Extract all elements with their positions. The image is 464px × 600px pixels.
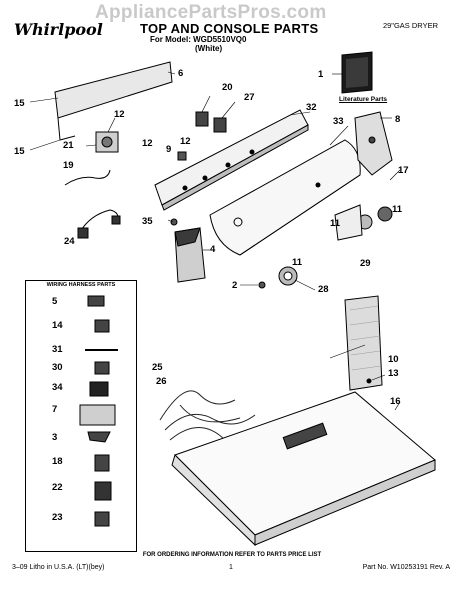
callout-11: 11	[330, 218, 341, 229]
harness-icons	[79, 295, 118, 527]
callout-27: 27	[244, 92, 255, 103]
wiring-harness-box	[25, 280, 137, 552]
harness-item-34: 34	[52, 382, 63, 393]
switch-27	[213, 117, 227, 133]
callout-13: 13	[388, 368, 399, 379]
switch-20	[195, 111, 209, 127]
ordering-note: FOR ORDERING INFORMATION REFER TO PARTS …	[142, 552, 322, 558]
callout-11: 11	[292, 257, 303, 268]
callout-6: 6	[178, 68, 184, 79]
callout-20: 20	[222, 82, 233, 93]
lint-screen	[344, 295, 383, 391]
callout-10: 10	[388, 354, 399, 365]
callout-21: 21	[63, 140, 74, 151]
endcap	[354, 111, 393, 176]
model-number: For Model: WGD5510VQ0	[150, 35, 247, 44]
page-number: 1	[229, 564, 233, 571]
top-panel	[174, 391, 436, 536]
callout-32: 32	[306, 102, 317, 113]
harness-item-5: 5	[52, 296, 58, 307]
model-color: (White)	[195, 44, 223, 53]
harness-item-7: 7	[52, 404, 58, 415]
product-type: 29"GAS DRYER	[382, 21, 438, 30]
harness-item-23: 23	[52, 512, 63, 523]
callout-24: 24	[64, 236, 75, 247]
callout-4: 4	[210, 244, 216, 255]
callout-19: 19	[63, 160, 74, 171]
watermark: AppliancePartsPros.com	[95, 2, 327, 23]
litho-info: 3–09 Litho in U.S.A. (LT)(bey)	[12, 564, 105, 571]
callout-15: 15	[14, 98, 25, 109]
callout-12: 12	[114, 109, 125, 120]
page-title: TOP AND CONSOLE PARTS	[140, 21, 319, 36]
callout-25: 25	[152, 362, 163, 373]
callout-35: 35	[142, 216, 153, 227]
harness-item-18: 18	[52, 456, 63, 467]
callout-8: 8	[395, 114, 401, 125]
callout-11: 11	[392, 204, 403, 215]
callout-12: 12	[180, 136, 191, 147]
literature-label: Literature Parts	[339, 96, 388, 103]
callout-2: 2	[232, 280, 238, 291]
callout-33: 33	[333, 116, 344, 127]
callout-12: 12	[142, 138, 153, 149]
wiring-harness-title: WIRING HARNESS PARTS	[46, 282, 116, 288]
callout-16: 16	[390, 396, 401, 407]
callout-15: 15	[14, 146, 25, 157]
callout-9: 9	[166, 144, 172, 155]
harness-item-3: 3	[52, 432, 58, 443]
harness-item-22: 22	[52, 482, 63, 493]
top-bracket	[54, 61, 173, 119]
callout-17: 17	[398, 165, 409, 176]
harness-item-30: 30	[52, 362, 63, 373]
callout-29: 29	[360, 258, 371, 269]
part-number: Part No. W10253191 Rev. A	[362, 564, 450, 571]
callout-1: 1	[318, 69, 324, 80]
harness-item-31: 31	[52, 344, 63, 355]
brand-logo: Whirlpool	[14, 20, 103, 39]
harness-item-14: 14	[52, 320, 63, 331]
callout-26: 26	[156, 376, 167, 387]
callout-28: 28	[318, 284, 329, 295]
